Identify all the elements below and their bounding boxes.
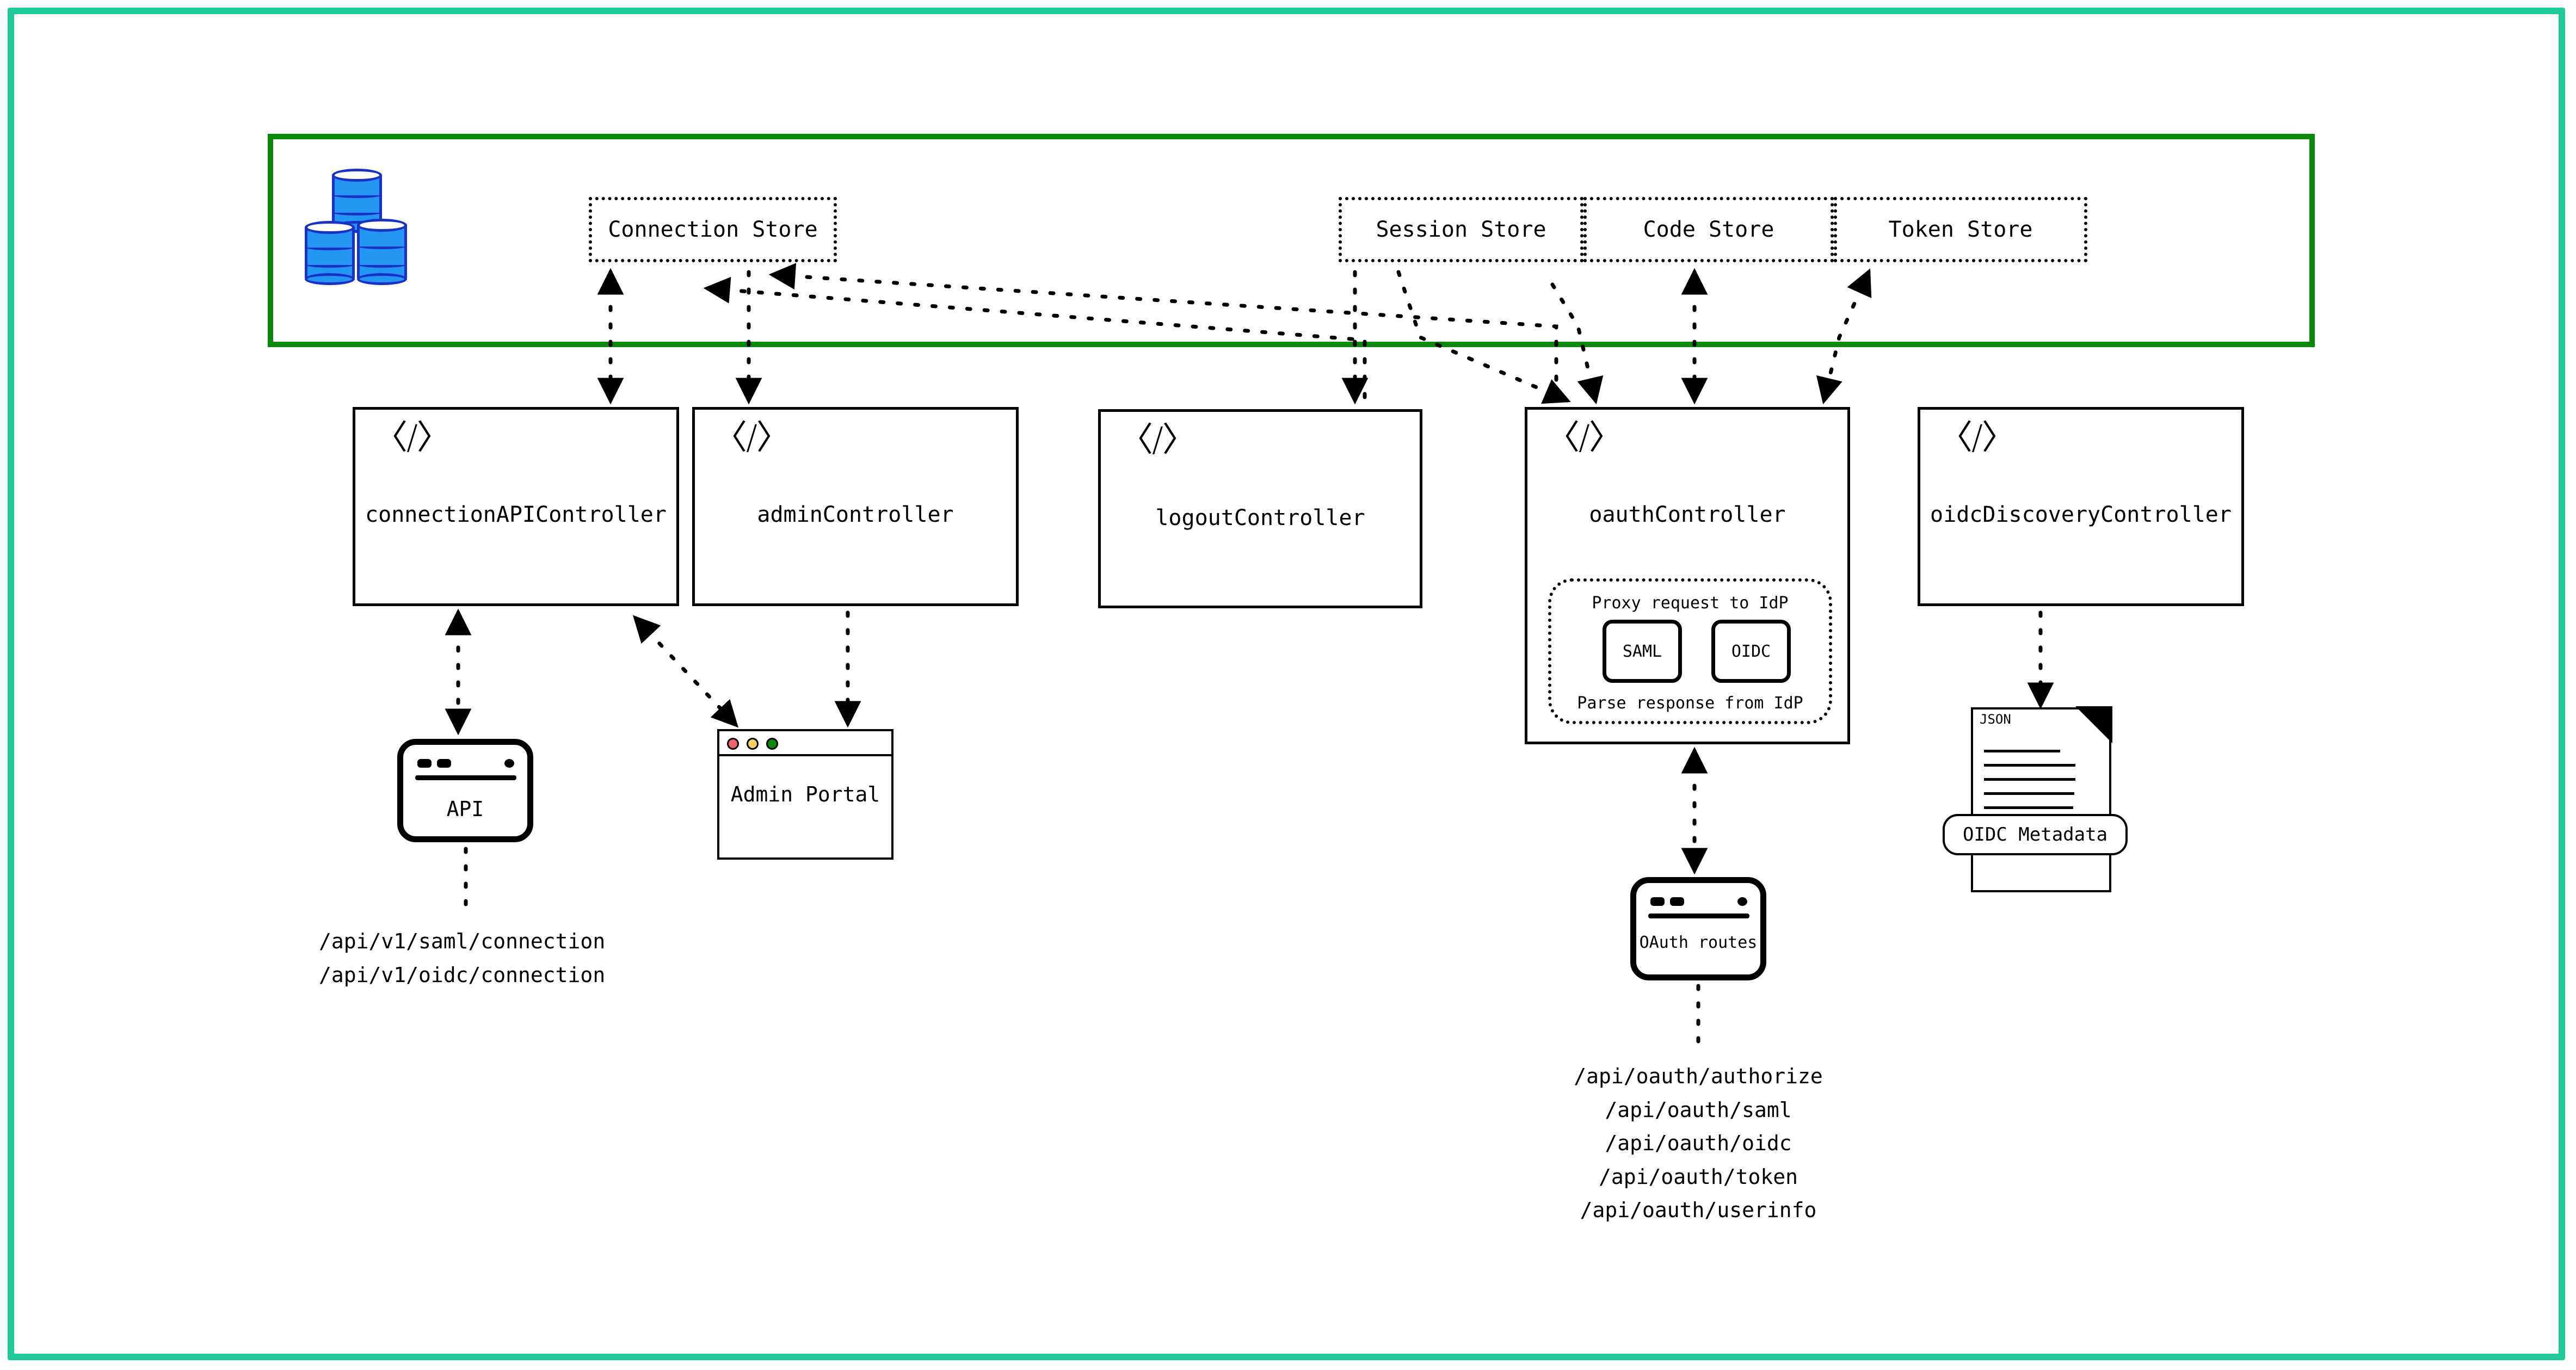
doc-line — [1984, 778, 2075, 781]
oauth-routes-node[interactable]: OAuth routes — [1630, 877, 1766, 980]
admin-portal-titlebar — [719, 731, 891, 756]
oidc-metadata-node[interactable]: JSON OIDC Metadata — [1943, 706, 2128, 892]
connection-api-endpoints: /api/v1/saml/connection /api/v1/oidc/con… — [319, 925, 605, 992]
code-icon: 〈/〉 — [713, 417, 790, 457]
code-icon: 〈/〉 — [374, 417, 451, 457]
traffic-light-green — [766, 738, 778, 750]
protocol-label-oidc: OIDC — [1731, 641, 1771, 661]
endpoint-item: /api/v1/oidc/connection — [319, 962, 606, 987]
endpoint-item: /api/oauth/authorize — [1574, 1064, 1823, 1088]
api-titlebar-dot — [437, 759, 451, 768]
protocol-label-saml: SAML — [1622, 641, 1662, 661]
controller-label-admin: adminController — [757, 502, 954, 527]
controller-connection-api[interactable]: 〈/〉 connectionAPIController — [353, 407, 679, 606]
admin-portal-label: Admin Portal — [730, 782, 880, 806]
store-box-token[interactable]: Token Store — [1834, 197, 2087, 262]
api-titlebar-dot — [417, 759, 432, 768]
proxy-request-label: Proxy request to IdP — [1592, 594, 1789, 613]
traffic-light-red — [727, 738, 739, 750]
database-cylinder-left — [305, 221, 355, 285]
controller-label-oauth: oauthController — [1589, 502, 1786, 527]
code-icon: 〈/〉 — [1939, 417, 2016, 457]
api-node[interactable]: API — [397, 739, 533, 842]
endpoint-item: /api/v1/saml/connection — [319, 929, 606, 953]
database-icon — [305, 169, 430, 285]
code-icon: 〈/〉 — [1119, 419, 1196, 459]
store-label-session: Session Store — [1376, 217, 1546, 242]
oauth-routes-label: OAuth routes — [1639, 933, 1758, 952]
controller-label-connection-api: connectionAPIController — [365, 502, 667, 527]
controller-label-oidc-discovery: oidcDiscoveryController — [1930, 502, 2232, 527]
oidc-metadata-label-pill: OIDC Metadata — [1943, 814, 2128, 855]
oauth-endpoints: /api/oauth/authorize /api/oauth/saml /ap… — [1502, 1060, 1894, 1227]
doc-line — [1984, 764, 2075, 767]
json-document-sheet — [1971, 707, 2111, 892]
oauth-routes-titlebar-line — [1648, 914, 1749, 918]
protocol-chip-saml[interactable]: SAML — [1603, 620, 1682, 683]
oauth-routes-titlebar-dot — [1650, 897, 1665, 906]
store-label-code: Code Store — [1643, 217, 1774, 242]
database-cylinder-right — [357, 219, 407, 285]
traffic-light-yellow — [747, 738, 759, 750]
controller-admin[interactable]: 〈/〉 adminController — [692, 407, 1019, 606]
oidc-metadata-label: OIDC Metadata — [1962, 824, 2108, 846]
doc-line — [1984, 792, 2074, 795]
store-box-connection[interactable]: Connection Store — [589, 197, 837, 262]
controller-label-logout: logoutController — [1155, 505, 1365, 530]
store-label-token: Token Store — [1888, 217, 2033, 242]
admin-portal-node[interactable]: Admin Portal — [717, 729, 893, 860]
code-icon: 〈/〉 — [1546, 417, 1623, 457]
controller-oidc-discovery[interactable]: 〈/〉 oidcDiscoveryController — [1918, 407, 2244, 606]
store-box-code[interactable]: Code Store — [1583, 197, 1834, 262]
oauth-routes-titlebar-dot — [1670, 897, 1684, 906]
protocol-chip-oidc[interactable]: OIDC — [1711, 620, 1791, 683]
api-node-label: API — [446, 797, 484, 821]
controller-logout[interactable]: 〈/〉 logoutController — [1098, 409, 1422, 608]
doc-line — [1984, 750, 2060, 752]
endpoint-item: /api/oauth/oidc — [1605, 1131, 1792, 1156]
api-titlebar-line — [415, 775, 516, 780]
oauth-routes-titlebar-dot — [1737, 897, 1747, 906]
oauth-proxy-box: Proxy request to IdP SAML OIDC Parse res… — [1548, 578, 1832, 724]
endpoint-item: /api/oauth/token — [1598, 1164, 1798, 1189]
endpoint-item: /api/oauth/saml — [1605, 1097, 1792, 1122]
store-label-connection: Connection Store — [608, 217, 818, 242]
outer-frame — [8, 8, 2565, 1360]
parse-response-label: Parse response from IdP — [1577, 694, 1803, 713]
json-file-type-label: JSON — [1980, 712, 2011, 727]
doc-line — [1984, 806, 2073, 809]
endpoint-item: /api/oauth/userinfo — [1580, 1198, 1817, 1223]
store-box-session[interactable]: Session Store — [1339, 197, 1583, 262]
controller-oauth[interactable]: 〈/〉 oauthController Proxy request to IdP… — [1525, 407, 1850, 744]
api-titlebar-dot — [504, 759, 514, 768]
